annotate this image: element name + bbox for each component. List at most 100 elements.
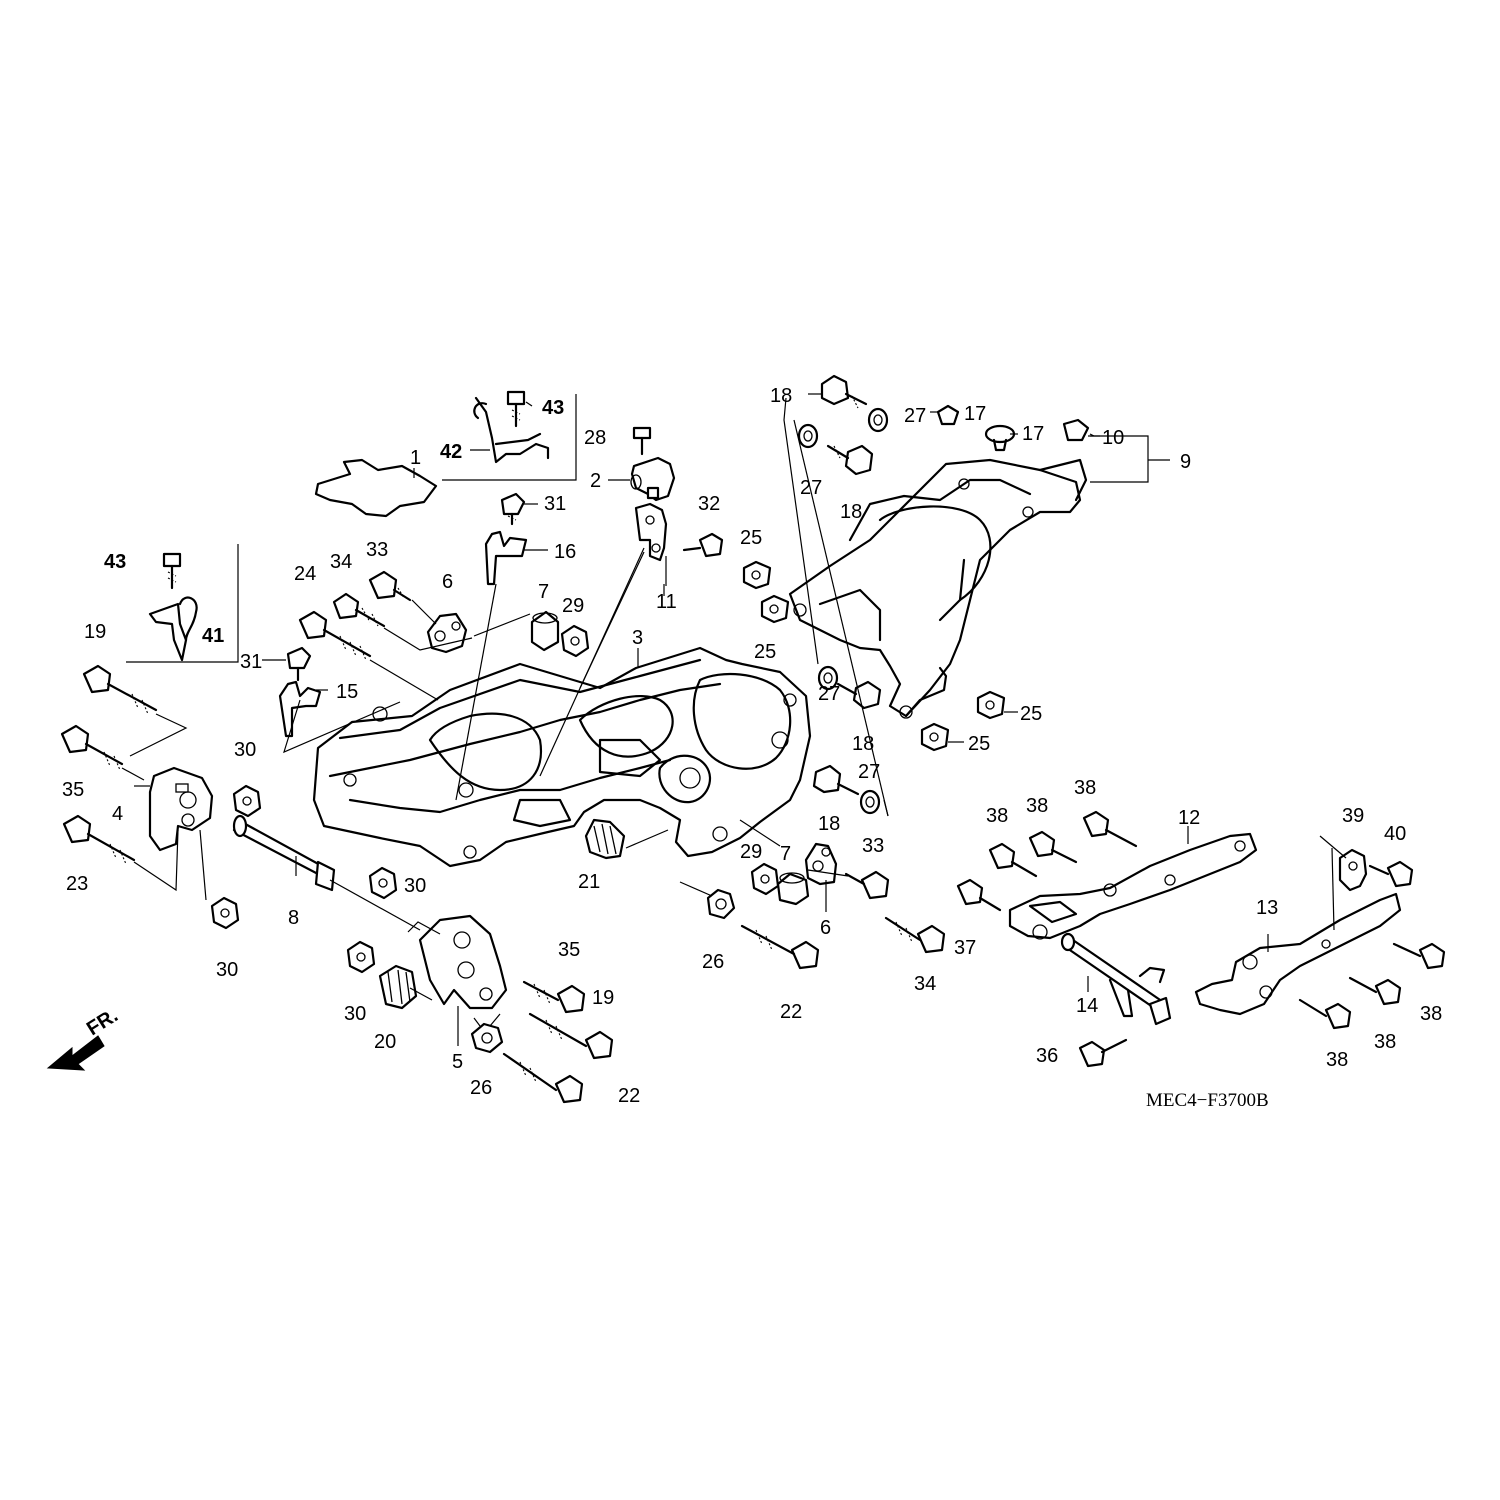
callout-label: 14: [1076, 995, 1098, 1017]
callout-label: 1: [410, 447, 421, 469]
callout-label: 27: [904, 405, 926, 427]
bolt-22-mid: [740, 924, 820, 970]
engine-hanger-4: [148, 766, 214, 852]
bolt-35-left: [60, 724, 124, 771]
pivot-pipe-8: [232, 814, 336, 892]
callout-label: 38: [1026, 795, 1048, 817]
bolt-38-c: [1082, 810, 1138, 848]
nut-30-d: [346, 940, 376, 974]
washer-27-c: [817, 665, 839, 691]
sensor-2: [630, 456, 676, 502]
callout-label: 25: [754, 641, 776, 663]
bolt-31-upper: [500, 492, 526, 526]
bolt-38-b: [1028, 830, 1078, 864]
callout-label: 10: [1102, 427, 1124, 449]
nut-29-upper: [560, 624, 590, 658]
callout-label: 24: [294, 563, 316, 585]
callout-label: 18: [840, 501, 862, 523]
callout-label: 36: [1036, 1045, 1058, 1067]
nut-30-c: [368, 866, 398, 900]
callout-label: 29: [740, 841, 762, 863]
callout-label: 43: [542, 397, 564, 419]
callout-label: 6: [442, 571, 453, 593]
callout-label: 20: [374, 1031, 396, 1053]
bolt-36: [1078, 1038, 1128, 1068]
callout-label: 39: [1342, 805, 1364, 827]
callout-label: 15: [336, 681, 358, 703]
callout-label: 29: [562, 595, 584, 617]
callout-label: 31: [544, 493, 566, 515]
callout-label: 21: [578, 871, 600, 893]
callout-label: 5: [452, 1051, 463, 1073]
callout-label: 30: [234, 739, 256, 761]
bracket-11: [634, 502, 668, 562]
bolt-38-a: [988, 842, 1038, 878]
plate-6-lower: [804, 842, 838, 886]
bolt-28: [632, 426, 652, 456]
bolt-43-lower: [162, 552, 182, 590]
callout-label: 34: [914, 973, 936, 995]
bolt-18-b: [826, 444, 874, 476]
callout-label: 19: [84, 621, 106, 643]
callout-label: 37: [954, 937, 976, 959]
bolt-18-a: [820, 374, 868, 409]
bolt-23: [62, 814, 136, 865]
adjust-bolt-21: [584, 818, 626, 860]
bolt-33-lower: [844, 870, 890, 900]
nut-25-b: [760, 594, 790, 624]
bracket-41: [148, 596, 198, 662]
washer-27-b: [797, 423, 819, 449]
callout-label: 22: [780, 1001, 802, 1023]
bolt-24: [298, 610, 372, 661]
callout-label: 34: [330, 551, 352, 573]
clip-10: [1062, 418, 1090, 442]
lock-nut-26-upper: [706, 888, 736, 920]
rear-sub-frame: [788, 458, 1088, 719]
callout-label: 11: [656, 591, 677, 613]
bolt-34-upper: [332, 592, 386, 628]
callout-label: 18: [818, 813, 840, 835]
callout-label: 30: [344, 1003, 366, 1025]
callout-label: 40: [1384, 823, 1406, 845]
callout-label: 30: [216, 959, 238, 981]
clip-17-b: [984, 424, 1016, 452]
callout-label: 38: [986, 805, 1008, 827]
bolt-33-upper: [368, 570, 412, 602]
callout-label: 16: [554, 541, 576, 563]
bolt-18-d: [812, 764, 860, 796]
diagram-code: MEC4−F3700B: [1146, 1090, 1269, 1111]
bolt-40: [1368, 860, 1414, 888]
bolt-37: [956, 878, 1002, 912]
callout-label: 38: [1326, 1049, 1348, 1071]
clip-17-a: [936, 404, 960, 426]
callout-label: 30: [404, 875, 426, 897]
step-bar-14: [1060, 932, 1172, 1026]
callout-label: 42: [440, 441, 462, 463]
callout-label: 26: [470, 1077, 492, 1099]
plate-6-upper: [426, 612, 468, 654]
callout-label: 31: [240, 651, 262, 673]
callout-label: 18: [770, 385, 792, 407]
callout-label: 2: [590, 470, 601, 492]
callout-label: 22: [618, 1085, 640, 1107]
callout-label: 32: [698, 493, 720, 515]
callout-label: 27: [800, 477, 822, 499]
bracket-16: [484, 530, 528, 586]
callout-label: 28: [584, 427, 606, 449]
callout-label: 8: [288, 907, 299, 929]
callout-label: 38: [1074, 777, 1096, 799]
callout-label: 6: [820, 917, 831, 939]
cover-plate-1: [314, 458, 438, 518]
bolt-19-left: [82, 664, 158, 715]
engine-hanger-5: [418, 914, 508, 1010]
callout-label: 23: [66, 873, 88, 895]
collar-7-lower: [776, 872, 810, 906]
nut-30-b: [210, 896, 240, 930]
bolt-19-lower: [528, 1012, 614, 1060]
callout-label: 25: [1020, 703, 1042, 725]
nut-29-lower: [750, 862, 780, 896]
callout-label: 9: [1180, 451, 1191, 473]
adjust-bolt-20: [378, 964, 418, 1010]
nut-30-a: [232, 784, 262, 818]
